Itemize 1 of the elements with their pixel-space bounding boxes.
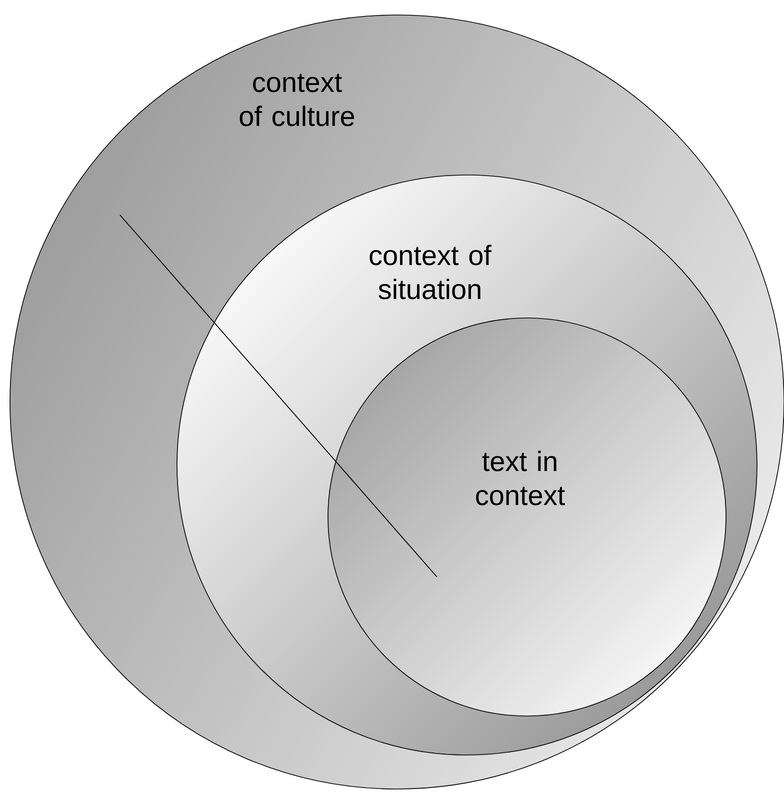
line — [120, 214, 438, 578]
